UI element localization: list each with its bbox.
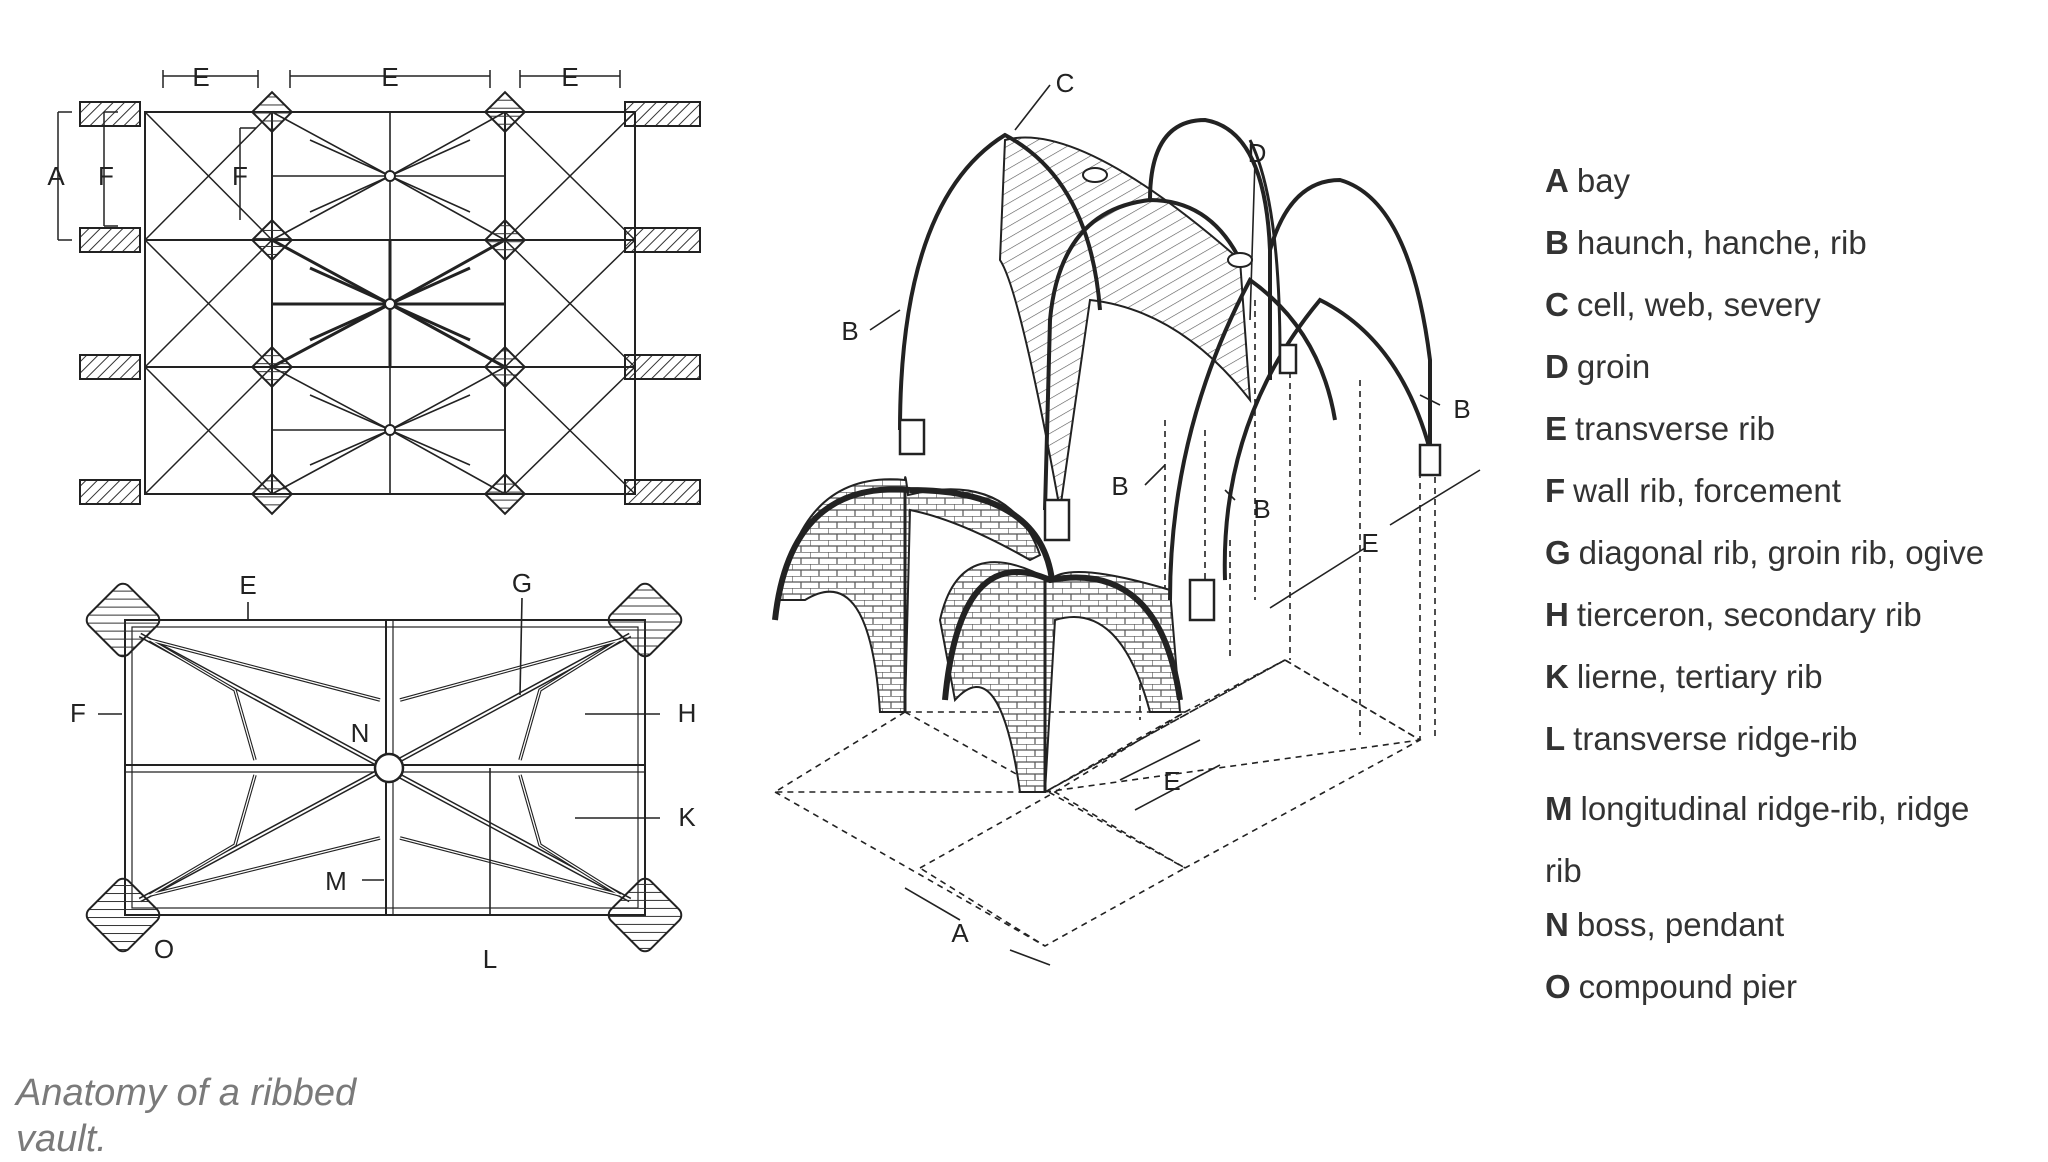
legend-text: wall rib, forcement <box>1573 472 1841 509</box>
legend-letter: A <box>1545 162 1569 199</box>
legend-text: haunch, hanche, rib <box>1576 224 1867 261</box>
label-A: A <box>951 918 969 948</box>
label-F: F <box>70 698 86 728</box>
label-B: B <box>1111 471 1128 501</box>
legend-text: boss, pendant <box>1576 906 1785 943</box>
legend-text: diagonal rib, groin rib, ogive <box>1578 534 1985 571</box>
label-B: B <box>1453 394 1470 424</box>
label-F: F <box>98 161 114 191</box>
label-E: E <box>1163 766 1180 796</box>
label-D: D <box>1248 138 1267 168</box>
legend-letter: O <box>1545 968 1571 1005</box>
label-L: L <box>483 944 497 974</box>
label-E: E <box>381 62 398 92</box>
legend-text: bay <box>1576 162 1631 199</box>
legend-letter: M <box>1545 790 1573 827</box>
label-N: N <box>351 718 370 748</box>
label-E: E <box>192 62 209 92</box>
legend-letter: B <box>1545 224 1569 261</box>
label-O: O <box>154 934 174 964</box>
near-vault-right <box>938 561 1182 793</box>
label-E: E <box>561 62 578 92</box>
legend-letter: F <box>1545 472 1566 509</box>
legend-letter: L <box>1545 720 1566 757</box>
legend-letter: D <box>1545 348 1569 385</box>
top-plan-labels: E E E A F F <box>47 62 578 191</box>
legend-text: tierceron, secondary rib <box>1576 596 1922 633</box>
label-E: E <box>239 570 256 600</box>
label-A: A <box>47 161 65 191</box>
legend-text: longitudinal ridge-rib, ridge rib <box>1545 790 1970 889</box>
label-M: M <box>325 866 347 896</box>
legend-letter: G <box>1545 534 1571 571</box>
label-C: C <box>1056 68 1075 98</box>
legend-letter: K <box>1545 658 1569 695</box>
label-G: G <box>512 568 532 598</box>
label-K: K <box>678 802 696 832</box>
label-B: B <box>841 316 858 346</box>
legend-text: transverse ridge-rib <box>1573 720 1858 757</box>
legend-text: compound pier <box>1578 968 1797 1005</box>
legend-text: lierne, tertiary rib <box>1576 658 1823 695</box>
legend-text: transverse rib <box>1575 410 1775 447</box>
wall-stubs <box>79 101 701 505</box>
isometric-labels: C D B B B B E E A <box>841 68 1470 948</box>
label-H: H <box>678 698 697 728</box>
legend-letter: N <box>1545 906 1569 943</box>
isometric-view <box>772 84 1481 966</box>
legend-letter: C <box>1545 286 1569 323</box>
legend-text: groin <box>1576 348 1651 385</box>
bottom-plan-labels: E G F H N K M O L <box>70 568 696 974</box>
legend-letter: E <box>1545 410 1568 447</box>
far-vault <box>998 136 1252 511</box>
label-F: F <box>232 161 248 191</box>
top-plan <box>57 70 701 516</box>
boss-pendant <box>373 752 405 784</box>
bottom-plan <box>85 582 683 953</box>
legend-text: cell, web, severy <box>1576 286 1821 323</box>
label-E: E <box>1361 528 1378 558</box>
figure-caption: Anatomy of a ribbed vault. <box>16 1072 357 1160</box>
legend-letter: H <box>1545 596 1569 633</box>
label-B: B <box>1253 494 1270 524</box>
